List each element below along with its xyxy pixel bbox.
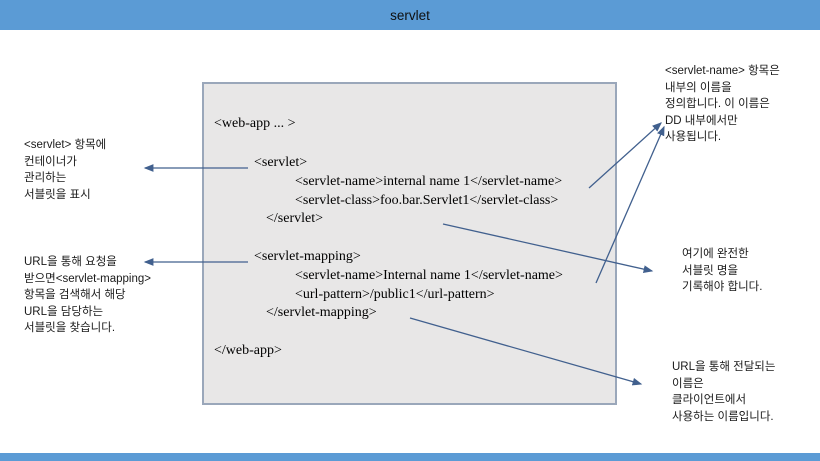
annotation-line: 항목을 검색해서 해당 bbox=[24, 289, 126, 301]
annotation-line: 받으면<servlet-mapping> bbox=[24, 272, 151, 285]
annotation-line: URL을 담당하는 bbox=[24, 305, 104, 318]
annotation-line: 사용하는 이름입니다. bbox=[672, 410, 774, 423]
annotation-line: 정의합니다. 이 이름은 bbox=[665, 98, 770, 110]
code-line-web-app-open: <web-app ... > bbox=[214, 116, 296, 131]
slide-title: servlet bbox=[390, 7, 430, 23]
annotation-line: 내부의 이름을 bbox=[665, 81, 732, 94]
code-line-mapping-open: <servlet-mapping> bbox=[254, 249, 361, 264]
code-line-url-pattern: <url-pattern>/public1</url-pattern> bbox=[295, 287, 495, 302]
annotation-line: 서블릿을 표시 bbox=[24, 188, 91, 201]
annotation-line: 사용됩니다. bbox=[665, 131, 722, 143]
code-line-servlet-name: <servlet-name>internal name 1</servlet-n… bbox=[295, 174, 563, 189]
annotation-line: 기록해야 합니다. bbox=[682, 281, 763, 293]
annotation-line: 서블릿 명을 bbox=[682, 264, 739, 277]
annotation-line: 관리하는 bbox=[24, 172, 67, 184]
code-line-servlet-close: </servlet> bbox=[266, 211, 323, 226]
annotation-line: URL을 통해 요청을 bbox=[24, 256, 117, 268]
bottom-accent-bar bbox=[0, 453, 820, 461]
dd-code-box: <web-app ... > <servlet> <servlet-name>i… bbox=[202, 82, 617, 405]
annotation-line: <servlet-name> 항목은 bbox=[665, 65, 780, 77]
annotation-line: DD 내부에서만 bbox=[665, 114, 738, 127]
annotation-line: URL을 통해 전달되는 bbox=[672, 361, 776, 373]
annotation-line: <servlet> 항목에 bbox=[24, 139, 107, 151]
code-line-web-app-close: </web-app> bbox=[214, 343, 282, 358]
code-line-mapping-servlet-name: <servlet-name>Internal name 1</servlet-n… bbox=[295, 268, 563, 283]
annotation-line: 서블릿을 찾습니다. bbox=[24, 322, 116, 334]
annotation-line: 클라이언트에서 bbox=[672, 394, 747, 406]
annotation-line: 컨테이너가 bbox=[24, 155, 77, 168]
annotation-line: 여기에 완전한 bbox=[682, 248, 749, 260]
code-line-servlet-open: <servlet> bbox=[254, 155, 308, 170]
annotation-line: 이름은 bbox=[672, 377, 704, 390]
code-line-servlet-class: <servlet-class>foo.bar.Servlet1</servlet… bbox=[295, 193, 559, 208]
slide-title-bar: servlet bbox=[0, 0, 820, 30]
code-line-mapping-close: </servlet-mapping> bbox=[266, 305, 377, 320]
